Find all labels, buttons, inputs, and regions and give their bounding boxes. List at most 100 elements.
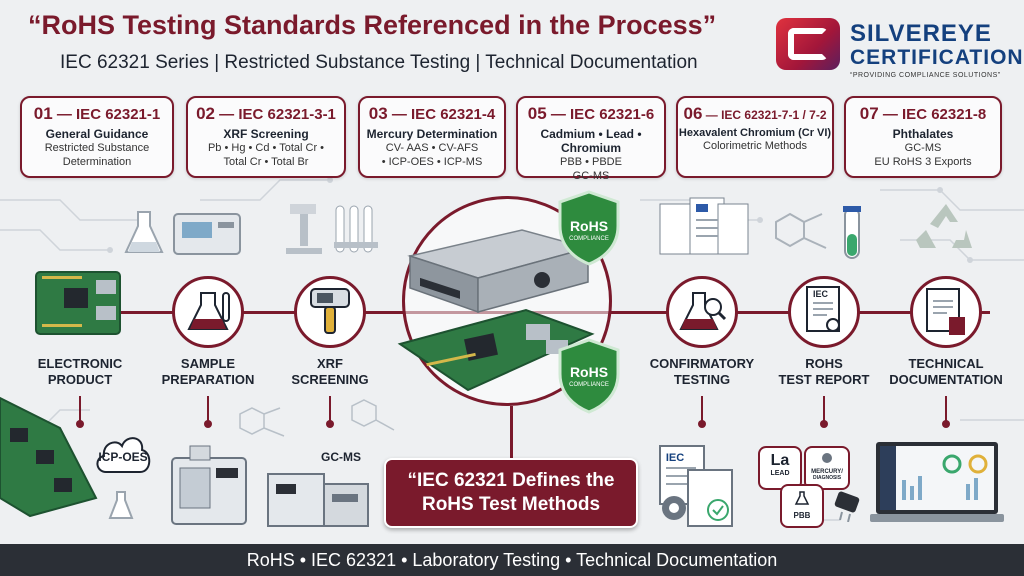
pbb-hazard-badge: PBB (780, 484, 824, 528)
circuit-board-icon (35, 271, 121, 335)
microscope-icon (286, 204, 322, 254)
connector-line (79, 396, 81, 422)
test-tubes-icon (334, 205, 378, 253)
standard-detail-line: CV- AAS • CV-AFS (385, 142, 479, 154)
sample-preparation-node (172, 276, 244, 348)
mercury-label: MERCURY/ (811, 469, 843, 475)
documents-icon (659, 197, 749, 255)
lead-label: LEAD (770, 470, 790, 477)
standard-number: 02 — IEC 62321-3-1 (196, 104, 336, 123)
xrf-analyzer-icon (310, 288, 350, 334)
cloud-bubble-icon (96, 437, 151, 473)
documentation-icon (926, 288, 965, 335)
standard-number: 01 — IEC 62321-1 (33, 104, 161, 123)
rohs-compliance-shield-icon (558, 338, 620, 414)
iec-document-gear-icon (659, 445, 733, 527)
standard-heading: Cadmium • Lead • Chromium (540, 127, 642, 155)
logo-name-line2: CERTIFICATIONS (850, 46, 1024, 69)
pcb-board-icon (397, 308, 595, 392)
page-title: “RoHS Testing Standards Referenced in th… (28, 10, 717, 40)
standard-detail-line: Colorimetric Methods (703, 140, 807, 152)
standard-card-06: 06 — IEC 62321-7-1 / 7-2 Hexavalent Chro… (676, 96, 834, 178)
standard-detail-line: EU RoHS 3 Exports (874, 156, 972, 168)
callout-line1: “IEC 62321 Defines the (407, 470, 615, 491)
iec-report-label: IEC (813, 289, 829, 299)
callout-connector (510, 406, 513, 458)
icp-oes-label: ICP-OES (98, 450, 148, 464)
gc-ms-label: GC-MS (321, 450, 361, 464)
standard-number: 07 — IEC 62321-8 (859, 104, 987, 123)
standard-card-07: 07 — IEC 62321-8 Phthalates GC-MS EU RoH… (844, 96, 1002, 178)
rohs-shield-title: RoHS (569, 218, 609, 234)
small-flask-icon (108, 491, 134, 519)
connector-dot (326, 420, 334, 428)
standard-detail-line: Pb • Hg • Cd • Total Cr • (207, 142, 325, 154)
mercury-drop-icon (822, 453, 832, 463)
connector-line (207, 396, 209, 422)
confirmatory-testing-node (666, 276, 738, 348)
standard-number: 03 — IEC 62321-4 (368, 104, 496, 123)
connector-line (945, 396, 947, 422)
lead-hazard-badge: La LEAD (758, 446, 802, 490)
logo-name-line1: SILVEREYE (850, 20, 992, 47)
standard-detail-line: GC-MS (904, 142, 942, 154)
logo-mark-icon (776, 18, 840, 70)
recycle-icon (916, 204, 972, 248)
connector-line (329, 396, 331, 422)
page-subtitle: IEC 62321 Series | Restricted Substance … (60, 52, 698, 73)
rohs-test-report-node: IEC (788, 276, 860, 348)
icp-oes-instrument-icon (171, 445, 247, 525)
iec-document-label: IEC (665, 452, 685, 464)
test-instrument-icon (407, 229, 591, 314)
xrf-screening-node (294, 276, 366, 348)
standard-card-05: 05 — IEC 62321-6 Cadmium • Lead • Chromi… (516, 96, 666, 182)
rohs-compliance-shield-icon (558, 190, 620, 266)
standard-number: 06 — IEC 62321-7-1 / 7-2 (683, 104, 827, 123)
technical-documentation-node (910, 276, 982, 348)
connector-dot (698, 420, 706, 428)
flask-magnifier-icon (679, 292, 727, 330)
standard-heading: Hexavalent Chromium (Cr VI) (678, 127, 832, 139)
laptop-dashboard-icon (870, 442, 1004, 522)
standard-detail-line: Determination (62, 156, 132, 168)
standard-heading: XRF Screening (223, 127, 309, 141)
mercury-sublabel: DIAGNOSIS (812, 475, 842, 481)
molecule-structure-icon (351, 399, 395, 431)
standard-heading: Mercury Determination (366, 127, 498, 141)
standard-detail-line: • ICP-OES • ICP-MS (381, 156, 483, 168)
lab-analyzer-icon (173, 213, 241, 255)
pbb-label: PBB (793, 511, 811, 520)
key-message-callout: “IEC 62321 Defines the RoHS Test Methods (384, 458, 638, 528)
vial-icon (843, 206, 861, 259)
connector-dot (204, 420, 212, 428)
connector-line (701, 396, 703, 422)
standard-detail-line: Restricted Substance (44, 142, 150, 154)
standard-card-03: 03 — IEC 62321-4 Mercury Determination C… (358, 96, 506, 178)
flask-icon (124, 211, 164, 253)
gc-ms-instrument-icon (267, 473, 369, 527)
callout-line2: RoHS Test Methods (421, 494, 601, 515)
standard-detail-line: PBB • PBDE (560, 156, 622, 168)
connector-dot (820, 420, 828, 428)
mercury-hazard-badge: MERCURY/ DIAGNOSIS (804, 446, 850, 490)
standard-heading: General Guidance (45, 127, 149, 141)
footer-bar: RoHS • IEC 62321 • Laboratory Testing • … (0, 544, 1024, 576)
rohs-shield-subtitle: COMPLIANCE (569, 382, 609, 388)
standard-number: 05 — IEC 62321-6 (527, 104, 655, 123)
standard-card-01: 01 — IEC 62321-1 General Guidance Restri… (20, 96, 174, 178)
flask-icon (794, 491, 810, 505)
memory-board-icon (0, 396, 98, 518)
standard-card-02: 02 — IEC 62321-3-1 XRF Screening Pb • Hg… (186, 96, 346, 178)
company-logo: SILVEREYE CERTIFICATIONS “PROVIDING COMP… (776, 16, 1024, 80)
molecule-icon (775, 212, 827, 249)
rohs-shield-subtitle: COMPLIANCE (569, 236, 609, 242)
report-document-icon (806, 286, 840, 332)
rohs-shield-title: RoHS (569, 364, 609, 380)
molecule-structure-icon (239, 407, 285, 437)
